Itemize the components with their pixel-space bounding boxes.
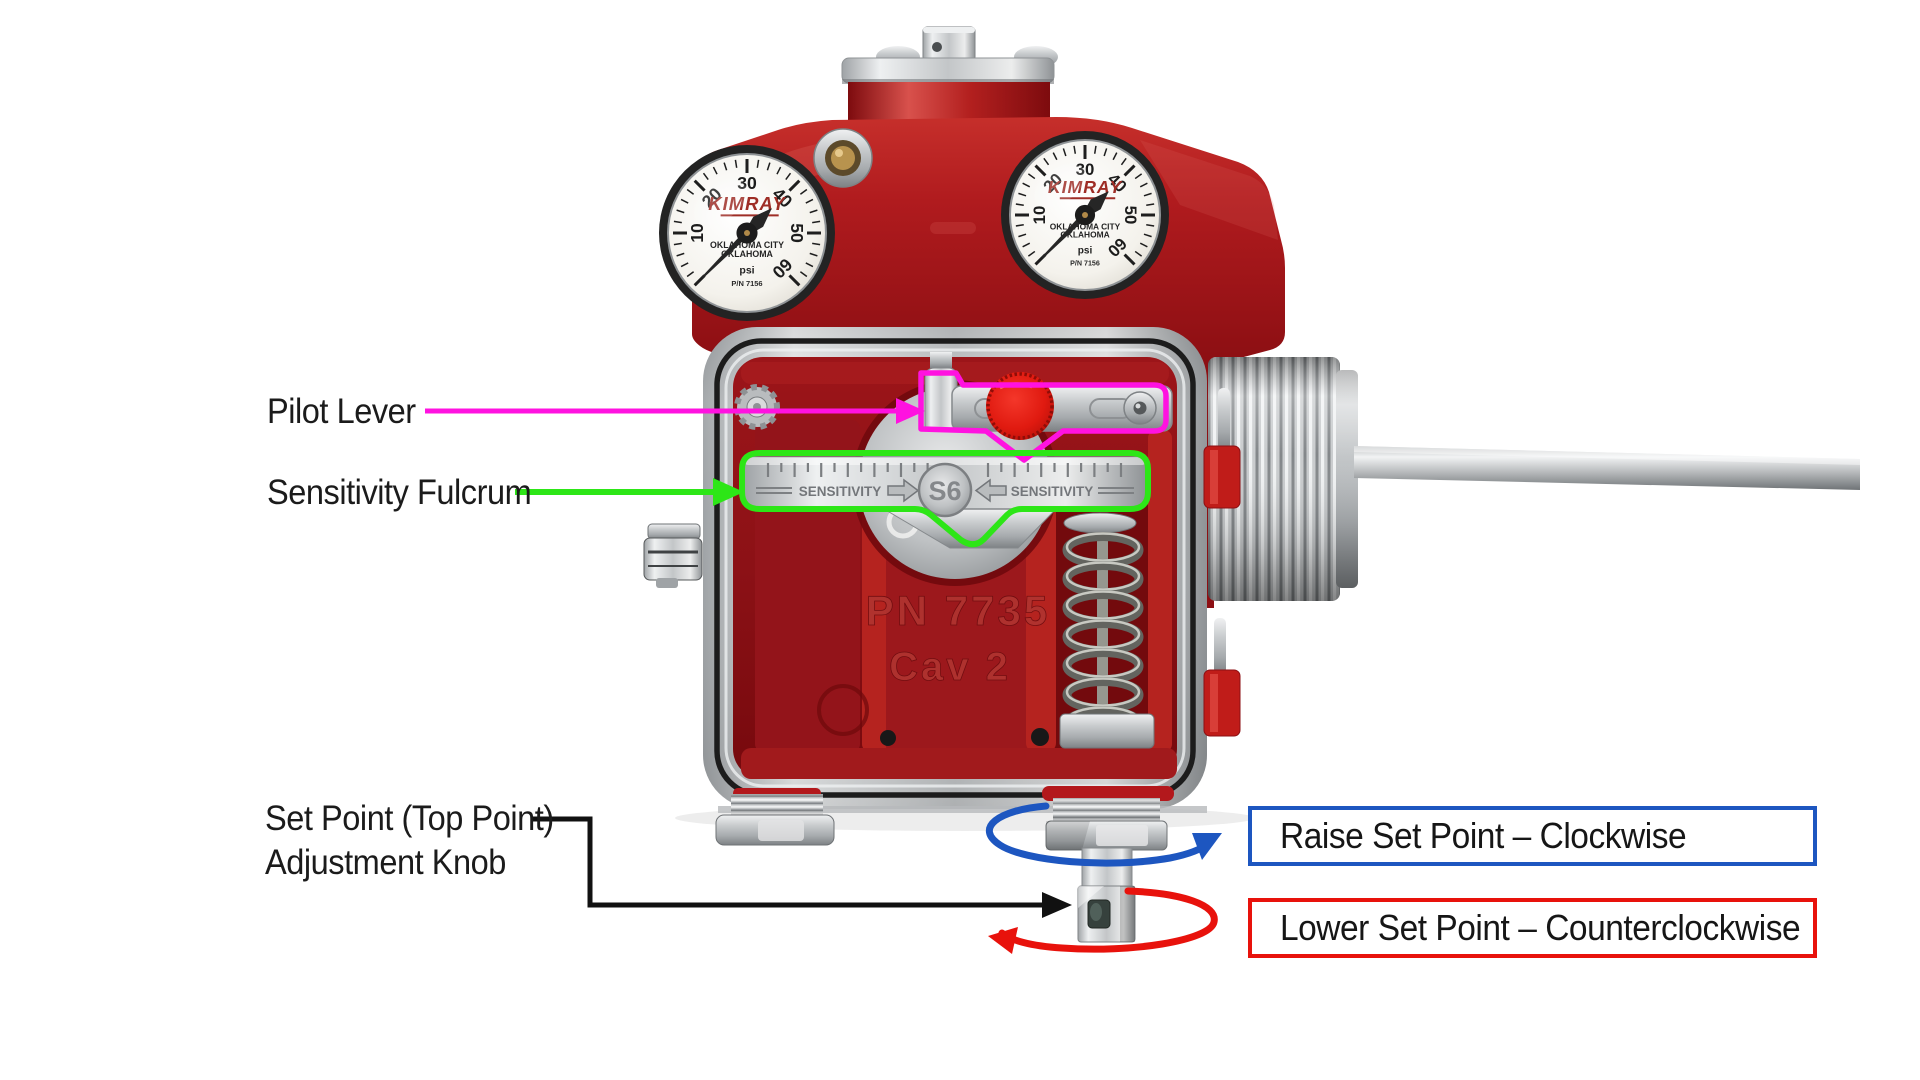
svg-text:psi: psi: [739, 264, 754, 276]
fulcrum-center-boss: [917, 462, 973, 518]
counterclockwise-arrowhead-icon: [988, 927, 1018, 954]
main-housing: PN 7735 Cav 2 SENSITIVITY: [703, 327, 1207, 809]
sensitivity-arrowhead-icon: [713, 478, 744, 506]
svg-text:50: 50: [1121, 206, 1140, 225]
red-tab: [1203, 669, 1241, 737]
sensitivity-text-left: SENSITIVITY: [799, 484, 882, 499]
pilot-lever: [924, 352, 1173, 440]
setpoint-leader-line: [533, 816, 1044, 908]
sensitivity-text-right: SENSITIVITY: [1011, 484, 1094, 499]
svg-text:KIMRAY: KIMRAY: [1048, 177, 1123, 197]
fulcrum-center-mark: S6: [928, 476, 961, 506]
drain-plug: [715, 788, 835, 846]
svg-text:P/N 7156: P/N 7156: [731, 279, 762, 288]
set-point-label: Set Point (Top Point) Adjustment Knob: [265, 797, 554, 885]
counterclockwise-rotation-arrow: [998, 887, 1218, 953]
sensitivity-fulcrum-highlight: [739, 450, 1151, 548]
svg-text:30: 30: [1076, 160, 1095, 179]
raise-set-point-callout: Raise Set Point – Clockwise: [1248, 806, 1817, 866]
svg-text:OKLAHOMA: OKLAHOMA: [1060, 230, 1109, 240]
spring-seat: [1059, 713, 1155, 749]
sensitivity-arrow-left-icon: [974, 478, 1007, 503]
red-tab: [1203, 445, 1241, 509]
red-knurled-knob: [986, 372, 1054, 440]
knob-shaft: [1081, 847, 1133, 889]
svg-text:psi: psi: [1078, 246, 1093, 257]
setpoint-arrowhead-icon: [1042, 892, 1072, 918]
svg-text:50: 50: [787, 223, 807, 243]
svg-text:OKLAHOMA CITY: OKLAHOMA CITY: [710, 240, 784, 250]
sensitivity-fulcrum-label: Sensitivity Fulcrum: [267, 473, 532, 512]
star-washer-screw: [734, 384, 780, 430]
set-point-label-line1: Set Point (Top Point): [265, 799, 554, 838]
pilot-lever-highlight: [918, 370, 1169, 463]
thread-bushing: [1196, 357, 1358, 608]
set-point-label-line2: Adjustment Knob: [265, 843, 506, 882]
range-spring: [1062, 512, 1144, 742]
gasket-groove: [714, 338, 1196, 798]
cast-mark: [930, 222, 976, 234]
pilot-lever-label: Pilot Lever: [267, 392, 416, 431]
side-fittings: [1203, 388, 1241, 737]
interior-hole: [880, 730, 896, 746]
left-spring-clip: [643, 523, 703, 588]
pilot-lever-arrowhead-icon: [896, 398, 925, 424]
side-pin: [1214, 618, 1226, 674]
svg-text:10: 10: [1030, 206, 1049, 225]
svg-text:KIMRAY: KIMRAY: [708, 193, 786, 214]
cast-panel: [886, 552, 1028, 752]
annotation-leaders: [425, 398, 1222, 954]
clockwise-arrowhead-icon: [1192, 833, 1222, 860]
bottom-fittings: [715, 786, 1207, 943]
clockwise-rotation-arrow: [985, 802, 1213, 867]
side-pin: [1218, 388, 1230, 450]
svg-text:30: 30: [737, 173, 757, 193]
sensitivity-arrow-right-icon: [887, 478, 920, 503]
svg-text:10: 10: [687, 223, 707, 243]
interior-rib: [1148, 430, 1172, 752]
svg-text:OKLAHOMA CITY: OKLAHOMA CITY: [1050, 221, 1121, 231]
interior-hole: [1031, 728, 1049, 746]
lower-set-point-text: Lower Set Point – Counterclockwise: [1280, 907, 1801, 948]
sensing-rod: [1354, 446, 1860, 490]
lower-set-point-callout: Lower Set Point – Counterclockwise: [1248, 898, 1817, 958]
raise-set-point-text: Raise Set Point – Clockwise: [1280, 815, 1687, 856]
vent-port: [813, 128, 873, 188]
cast-part-number: PN 7735: [866, 587, 1050, 634]
cast-cavity-number: Cav 2: [889, 645, 1011, 689]
cap-hole: [932, 42, 942, 52]
svg-text:P/N 7156: P/N 7156: [1070, 259, 1100, 267]
set-point-adjustment-knob: [1042, 786, 1174, 943]
svg-text:OKLAHOMA: OKLAHOMA: [721, 249, 773, 259]
